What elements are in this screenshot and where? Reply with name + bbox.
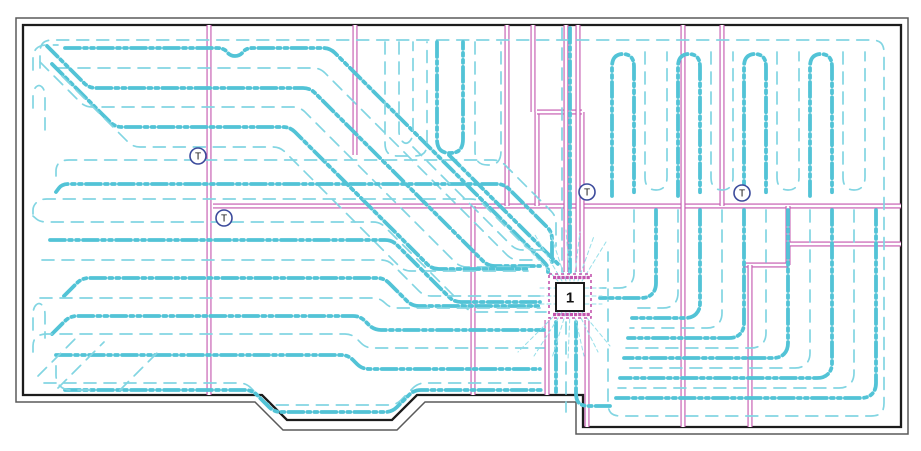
return-pipe <box>629 209 723 329</box>
supply-pipe <box>48 238 542 304</box>
manifold-port <box>586 312 590 317</box>
return-pipe <box>119 347 163 391</box>
thermostat-circle <box>189 147 207 165</box>
manifold-port <box>561 312 565 317</box>
manifold-connection-pipe <box>577 311 599 353</box>
manifold-connection-pipe <box>565 229 571 282</box>
supply-pipe <box>742 52 768 198</box>
manifold-port <box>565 312 569 317</box>
manifold-connection-pipe <box>533 311 563 357</box>
supply-pipe <box>630 208 702 320</box>
manifold-port <box>557 275 561 280</box>
manifold-port <box>578 312 582 317</box>
return-pipe <box>41 259 541 297</box>
return-pipe <box>842 51 866 191</box>
floor-outline <box>15 17 909 435</box>
return-pipe <box>617 209 855 389</box>
floor-outline-outer <box>15 17 909 435</box>
return-pipe <box>412 146 547 251</box>
floor-outline-inner <box>21 23 903 429</box>
manifold: 1 <box>548 273 592 319</box>
supply-pipe <box>808 52 834 198</box>
supply-pipe <box>610 52 636 198</box>
manifold-connection-pipe <box>573 231 581 282</box>
manifold-frame <box>548 273 592 319</box>
manifold-port <box>582 275 586 280</box>
supply-pipe <box>598 208 658 300</box>
thermostat: T <box>215 209 233 227</box>
manifold-port <box>557 312 561 317</box>
pipes-layer <box>32 26 885 417</box>
thermostat-letter: T <box>221 214 227 225</box>
return-pipe <box>39 297 541 309</box>
supply-pipe <box>626 208 746 340</box>
manifold-port <box>574 312 578 317</box>
manifold-connection-pipe <box>517 311 559 353</box>
supply-pipe <box>45 44 542 268</box>
thermostat-letter: T <box>584 188 590 199</box>
manifold-connection-pipe <box>573 311 585 357</box>
return-pipe <box>710 51 734 191</box>
return-pipe <box>599 209 635 289</box>
manifold-port <box>553 312 557 317</box>
manifold-port <box>586 275 590 280</box>
return-pipe <box>621 209 811 369</box>
return-pipe <box>32 84 46 133</box>
manifold-port <box>582 312 586 317</box>
manifold-box <box>555 282 585 312</box>
manifold-port <box>574 275 578 280</box>
manifold-connection-pipe <box>551 311 567 359</box>
supply-pipe <box>50 62 532 271</box>
thermostat-circle <box>578 183 596 201</box>
manifold-port <box>561 275 565 280</box>
return-pipe <box>39 39 885 417</box>
thermostat-letter: T <box>195 152 201 163</box>
return-pipe <box>39 61 537 268</box>
return-pipe <box>384 41 428 157</box>
thermostat: T <box>189 147 207 165</box>
manifold-connection-pipe <box>567 311 571 361</box>
supply-pipe <box>618 208 834 380</box>
return-pipe <box>625 209 767 349</box>
manifold-connection-pipe <box>549 231 567 282</box>
thermostat: T <box>733 184 751 202</box>
supply-pipe <box>435 40 465 155</box>
supply-pipe <box>50 314 546 336</box>
supply-pipe <box>447 153 562 268</box>
supply-pipe <box>54 353 542 371</box>
return-pipe <box>57 341 105 389</box>
return-pipe <box>32 302 46 339</box>
manifold-port <box>569 312 573 317</box>
return-pipe <box>32 333 545 353</box>
return-pipe <box>32 215 547 313</box>
manifold-port <box>565 275 569 280</box>
supply-pipe <box>676 52 702 198</box>
manifold-port <box>578 275 582 280</box>
return-pipe <box>644 51 668 191</box>
supply-pipe <box>63 388 546 414</box>
thermostat: T <box>578 183 596 201</box>
thermostat-circle <box>733 184 751 202</box>
manifold-port <box>553 275 557 280</box>
manifold-label: 1 <box>566 290 574 307</box>
supply-pipe <box>54 182 554 264</box>
return-pipe <box>474 41 502 166</box>
return-pipe <box>398 41 414 145</box>
manifold-port <box>569 275 573 280</box>
supply-pipe <box>63 46 550 274</box>
return-pipe <box>43 382 545 406</box>
return-pipe <box>61 75 529 272</box>
return-pipe <box>32 44 59 71</box>
supply-pipe <box>574 320 612 408</box>
return-pipe <box>776 51 800 191</box>
return-pipe <box>633 209 679 309</box>
supply-pipe <box>614 208 878 400</box>
return-pipe <box>37 333 81 377</box>
return-pipe <box>55 159 557 247</box>
supply-pipe <box>62 276 542 308</box>
thermostat-letter: T <box>739 189 745 200</box>
supply-pipe <box>622 208 790 360</box>
thermostat-circle <box>215 209 233 227</box>
